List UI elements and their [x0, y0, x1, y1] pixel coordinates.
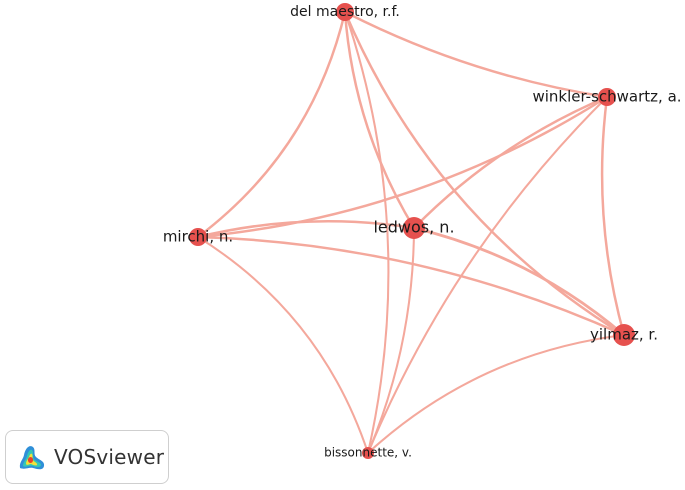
- vosviewer-logo-icon: [19, 446, 45, 470]
- edge-wink-mir: [196, 95, 609, 239]
- vosviewer-brand-name: VOSviewer: [54, 445, 165, 469]
- edge-del-yil: [343, 10, 626, 337]
- node-label-del: del maestro, r.f.: [290, 4, 400, 20]
- edge-mir-led: [196, 219, 416, 239]
- node-label-mir: mirchi, n.: [163, 228, 233, 246]
- node-bis[interactable]: [362, 447, 374, 459]
- node-del[interactable]: [336, 3, 354, 21]
- edge-del-led: [343, 10, 416, 230]
- node-label-yil: yilmaz, r.: [590, 326, 658, 344]
- node-label-wink: winkler-schwartz, a.: [532, 88, 681, 106]
- labels-layer: del maestro, r.f. winkler-schwartz, a. mir…: [163, 4, 682, 460]
- node-label-bis: bissonnette, v.: [324, 446, 412, 460]
- edge-mir-bis: [196, 235, 370, 455]
- node-wink[interactable]: [598, 88, 616, 106]
- edge-wink-bis: [366, 95, 609, 455]
- edge-del-bis: [343, 10, 390, 455]
- node-label-led: ledwos, n.: [373, 218, 454, 237]
- node-yil[interactable]: [613, 324, 635, 346]
- node-mir[interactable]: [189, 228, 207, 246]
- edge-led-bis: [366, 226, 416, 455]
- nodes-layer: [189, 3, 635, 459]
- edge-del-wink: [343, 10, 609, 99]
- edge-del-mir: [196, 10, 347, 239]
- edges-layer: [196, 10, 626, 455]
- edge-led-yil: [412, 226, 626, 337]
- edge-mir-yil: [196, 235, 626, 337]
- node-led[interactable]: [403, 217, 425, 239]
- edge-yil-bis: [366, 333, 626, 455]
- edge-wink-led: [412, 95, 609, 230]
- edge-wink-yil: [600, 95, 626, 337]
- vosviewer-badge: VOSviewer: [5, 430, 169, 484]
